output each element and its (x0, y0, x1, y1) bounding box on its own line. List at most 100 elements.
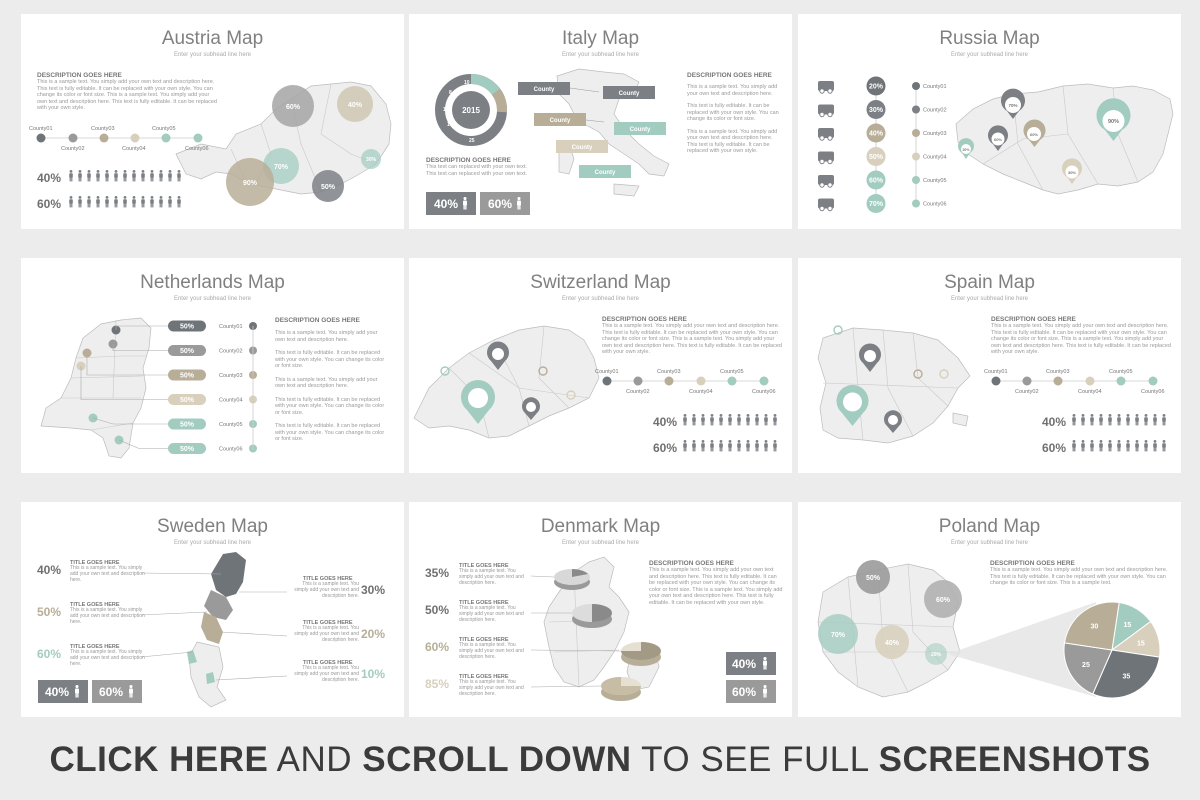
desc-text: This is a sample text. You simply add yo… (275, 330, 378, 343)
pin-label: 90% (1108, 119, 1119, 125)
italy-content: 2015 10 8 10 10 25 DESCRIPTION GOES HERE… (426, 68, 779, 215)
desc-text: This is a sample text. You simply add yo… (275, 376, 378, 390)
county-label: County03 (657, 369, 681, 375)
county-timeline: County01 County02 County03 County04 Coun… (984, 369, 1165, 395)
person-icon (692, 414, 696, 426)
bubble-label: 40% (885, 640, 900, 647)
row-value: 70% (869, 201, 884, 208)
person-icon (773, 414, 777, 426)
banner-part: SCREENSHOTS (878, 740, 1151, 779)
slide-subtitle: Enter your subhead line here (950, 540, 1029, 546)
person-icon (755, 440, 759, 452)
donut-center: 2015 (462, 106, 480, 115)
county-tags: County County County County County Count… (518, 82, 666, 178)
netherlands-map (40, 317, 152, 459)
person-icon (114, 170, 118, 182)
county-tag: County (619, 91, 640, 97)
slide-title: Russia Map (939, 28, 1040, 49)
item-text: This is a sample text. You simply add yo… (294, 581, 359, 599)
person-icon (710, 440, 714, 452)
right-pct: 20% (361, 627, 385, 641)
slide-austria[interactable]: Austria Map Enter your subhead line here… (21, 14, 404, 229)
person-icon (517, 197, 521, 210)
spain-content: DESCRIPTION GOES HERE This is a sample t… (817, 316, 1171, 455)
slide-russia[interactable]: Russia Map Enter your subhead line here … (798, 14, 1181, 229)
person-icon (177, 170, 181, 182)
stat-40: 40% (1042, 415, 1066, 429)
slides-grid: Austria Map Enter your subhead line here… (21, 14, 1181, 717)
person-icon (123, 196, 127, 208)
person-icon (692, 440, 696, 452)
slide-italy[interactable]: Italy Map Enter your subhead line here 2… (409, 14, 792, 229)
bubble-label: 70% (831, 632, 846, 639)
right-pct: 30% (361, 583, 385, 597)
slide-sweden[interactable]: Sweden Map Enter your subhead line here … (21, 502, 404, 717)
county-label: County01 (219, 324, 243, 330)
desc-heading: DESCRIPTION GOES HERE (990, 560, 1076, 567)
item-title: TITLE GOES HERE (70, 644, 120, 650)
right-text: This is a sample text. You simply add yo… (687, 84, 778, 97)
pill (168, 369, 206, 381)
people-row-40 (683, 414, 777, 426)
bubble-label: 60% (936, 597, 951, 604)
slide-spain[interactable]: Spain Map Enter your subhead line here D… (798, 258, 1181, 473)
left-pct: 35% (425, 566, 449, 580)
stat-40: 40% (45, 685, 69, 699)
county-label: County06 (1141, 389, 1165, 395)
pill-value: 50% (180, 397, 195, 404)
slide-subtitle: Enter your subhead line here (561, 540, 640, 546)
people-row-40 (69, 170, 181, 182)
item-text: This is a sample text. You simply add yo… (70, 649, 145, 667)
row-value: 50% (869, 154, 884, 161)
row-value: 60% (869, 178, 884, 185)
left-pct: 40% (37, 563, 61, 577)
county-label: County06 (219, 447, 243, 453)
item-text: This is a sample text. You simply add yo… (459, 642, 524, 660)
slide-poland[interactable]: Poland Map Enter your subhead line here … (798, 502, 1181, 717)
item-text: This is a sample text. You simply add yo… (459, 605, 524, 623)
item-text: This is a sample text. You simply add yo… (459, 679, 524, 697)
pie-callout (948, 602, 1096, 697)
pins (833, 325, 949, 433)
scroll-banner[interactable]: CLICK HERE AND SCROLL DOWN TO SEE FULL S… (0, 730, 1200, 790)
value-circle (866, 194, 886, 213)
person-icon (75, 685, 79, 698)
right-texts: This is a sample text. You simply add yo… (687, 84, 779, 154)
item-title: TITLE GOES HERE (303, 576, 353, 582)
person-icon (141, 170, 145, 182)
switzerland-content: DESCRIPTION GOES HERE This is a sample t… (413, 316, 782, 455)
people-row-60 (69, 196, 181, 208)
pin-label: 60% (994, 137, 1002, 142)
slide-netherlands[interactable]: Netherlands Map Enter your subhead line … (21, 258, 404, 473)
row-label: County05 (923, 178, 947, 184)
pill-value: 50% (180, 324, 195, 331)
bubble-label: 70% (274, 164, 289, 171)
stat-60: 60% (37, 197, 61, 211)
county-label: County06 (752, 389, 776, 395)
person-icon (1135, 440, 1139, 452)
person-icon (87, 196, 91, 208)
person-icon (755, 414, 759, 426)
person-icon (763, 657, 767, 670)
person-icon (150, 170, 154, 182)
bubble-label: 30% (366, 157, 377, 163)
pill (168, 345, 206, 356)
person-icon (683, 440, 687, 452)
switzerland-map (413, 325, 600, 439)
donut-value: 10 (464, 80, 470, 86)
county-label: County02 (1015, 389, 1039, 395)
slide-denmark[interactable]: Denmark Map Enter your subhead line here… (409, 502, 792, 717)
person-icon (1099, 440, 1103, 452)
stat-40: 40% (653, 415, 677, 429)
pill-value: 50% (180, 422, 195, 429)
person-icon (1144, 414, 1148, 426)
item-text: This is a sample text. You simply add yo… (70, 607, 145, 625)
pin-label: 30% (1068, 170, 1076, 175)
slide-switzerland[interactable]: Switzerland Map Enter your subhead line … (409, 258, 792, 473)
county-label: County01 (595, 369, 619, 375)
person-icon (1162, 440, 1166, 452)
item-text: This is a sample text. You simply add yo… (70, 565, 145, 583)
